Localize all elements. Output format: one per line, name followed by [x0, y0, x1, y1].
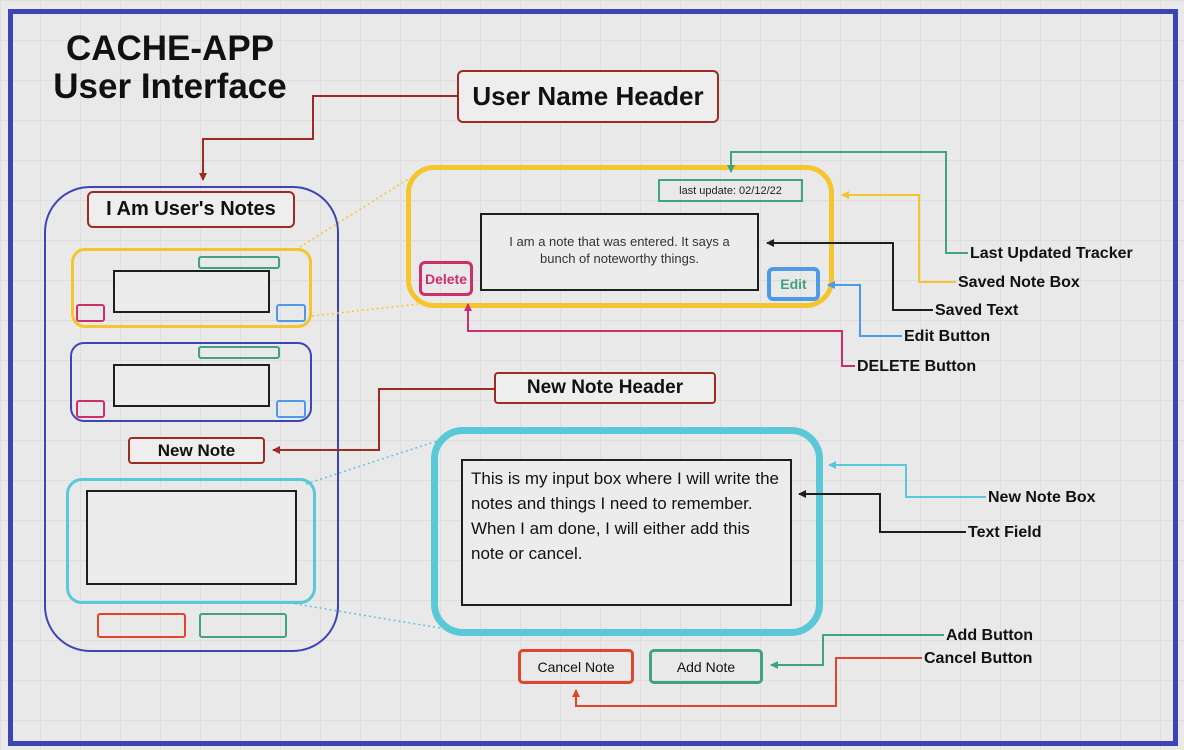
- label-text-field: Text Field: [968, 524, 1042, 541]
- label-add-button: Add Button: [946, 627, 1034, 644]
- diagram-frame: [8, 9, 1178, 746]
- text-field[interactable]: This is my input box where I will write …: [461, 459, 792, 606]
- mini-saved-text: [113, 270, 270, 313]
- label-delete-button: DELETE Button: [857, 358, 977, 375]
- label-cancel-button: Cancel Button: [924, 650, 1033, 667]
- mini-add-button[interactable]: [199, 613, 287, 638]
- delete-button[interactable]: Delete: [419, 261, 473, 296]
- mini-last-update-tracker: [198, 256, 280, 269]
- mini-delete-button[interactable]: [76, 400, 105, 418]
- mini-saved-note-box: [70, 342, 312, 422]
- user-name-header: User Name Header: [457, 70, 719, 123]
- mini-saved-note-box: [71, 248, 312, 328]
- mini-last-update-tracker: [198, 346, 280, 359]
- label-last-updated-tracker: Last Updated Tracker: [970, 245, 1133, 262]
- title-line-1: CACHE-APP: [65, 29, 275, 68]
- mini-cancel-button[interactable]: [97, 613, 186, 638]
- label-saved-text: Saved Text: [935, 302, 1019, 319]
- edit-button[interactable]: Edit: [767, 267, 820, 301]
- saved-text: I am a note that was entered. It says a …: [480, 213, 759, 291]
- mini-delete-button[interactable]: [76, 304, 105, 322]
- notes-panel-title: I Am User's Notes: [87, 191, 295, 228]
- label-edit-button: Edit Button: [904, 328, 991, 345]
- mini-text-field[interactable]: [86, 490, 297, 585]
- new-note-label: New Note: [128, 437, 265, 464]
- new-note-header: New Note Header: [494, 372, 716, 404]
- diagram-title: CACHE-APP User Interface: [30, 30, 310, 106]
- label-saved-note-box: Saved Note Box: [958, 274, 1080, 291]
- title-line-2: User Interface: [53, 67, 287, 106]
- mini-edit-button[interactable]: [276, 400, 306, 418]
- mini-saved-text: [113, 364, 270, 407]
- cancel-note-button[interactable]: Cancel Note: [518, 649, 634, 684]
- last-update-tracker: last update: 02/12/22: [658, 179, 803, 202]
- mini-new-note-box: [66, 478, 316, 604]
- mini-edit-button[interactable]: [276, 304, 306, 322]
- add-note-button[interactable]: Add Note: [649, 649, 763, 684]
- label-new-note-box: New Note Box: [988, 489, 1096, 506]
